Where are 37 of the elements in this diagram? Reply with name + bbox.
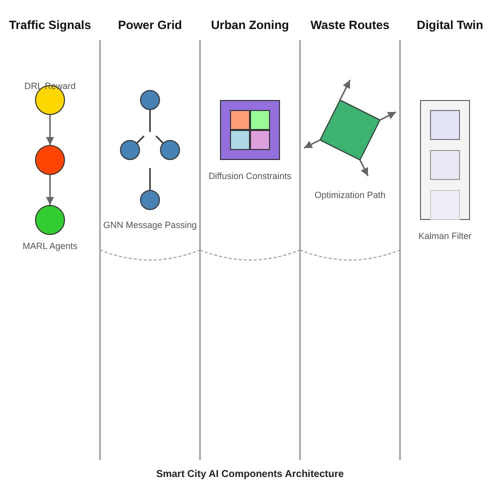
diagram-caption: Smart City AI Components Architecture bbox=[156, 469, 344, 481]
node-caption: Optimization Path bbox=[314, 190, 386, 201]
arrow bbox=[304, 139, 320, 149]
column-heading: Waste Routes bbox=[310, 18, 390, 32]
graph-node-circle bbox=[160, 140, 180, 160]
connector-line bbox=[149, 110, 151, 132]
arrow bbox=[359, 160, 369, 176]
panel-square bbox=[430, 150, 460, 180]
connector-line bbox=[155, 135, 164, 144]
zone-tile bbox=[250, 110, 270, 130]
zone-tile bbox=[250, 130, 270, 150]
twin-panel bbox=[420, 100, 470, 220]
zone-tile bbox=[230, 110, 250, 130]
signal-circle bbox=[35, 205, 65, 235]
node-caption: MARL Agents bbox=[22, 241, 78, 252]
column-heading: Urban Zoning bbox=[211, 18, 289, 32]
graph-node-circle bbox=[140, 90, 160, 110]
graph-node-circle bbox=[140, 190, 160, 210]
column-heading: Digital Twin bbox=[416, 18, 484, 32]
node-caption: GNN Message Passing bbox=[103, 220, 197, 231]
zone-square bbox=[220, 100, 280, 160]
arrow bbox=[339, 80, 351, 100]
arrow bbox=[380, 111, 396, 121]
panel-square bbox=[430, 190, 460, 220]
column-heading: Power Grid bbox=[118, 18, 182, 32]
arrow bbox=[46, 175, 54, 205]
connector-line bbox=[136, 135, 145, 144]
signal-circle bbox=[35, 145, 65, 175]
arrow bbox=[46, 115, 54, 145]
node-caption: Kalman Filter bbox=[418, 231, 472, 242]
node-label: DRL Reward bbox=[24, 81, 76, 92]
graph-node-circle bbox=[120, 140, 140, 160]
zone-tile bbox=[230, 130, 250, 150]
connector-line bbox=[149, 168, 151, 190]
panel-square bbox=[430, 110, 460, 140]
node-caption: Diffusion Constraints bbox=[208, 171, 292, 182]
column-heading: Traffic Signals bbox=[8, 18, 92, 32]
